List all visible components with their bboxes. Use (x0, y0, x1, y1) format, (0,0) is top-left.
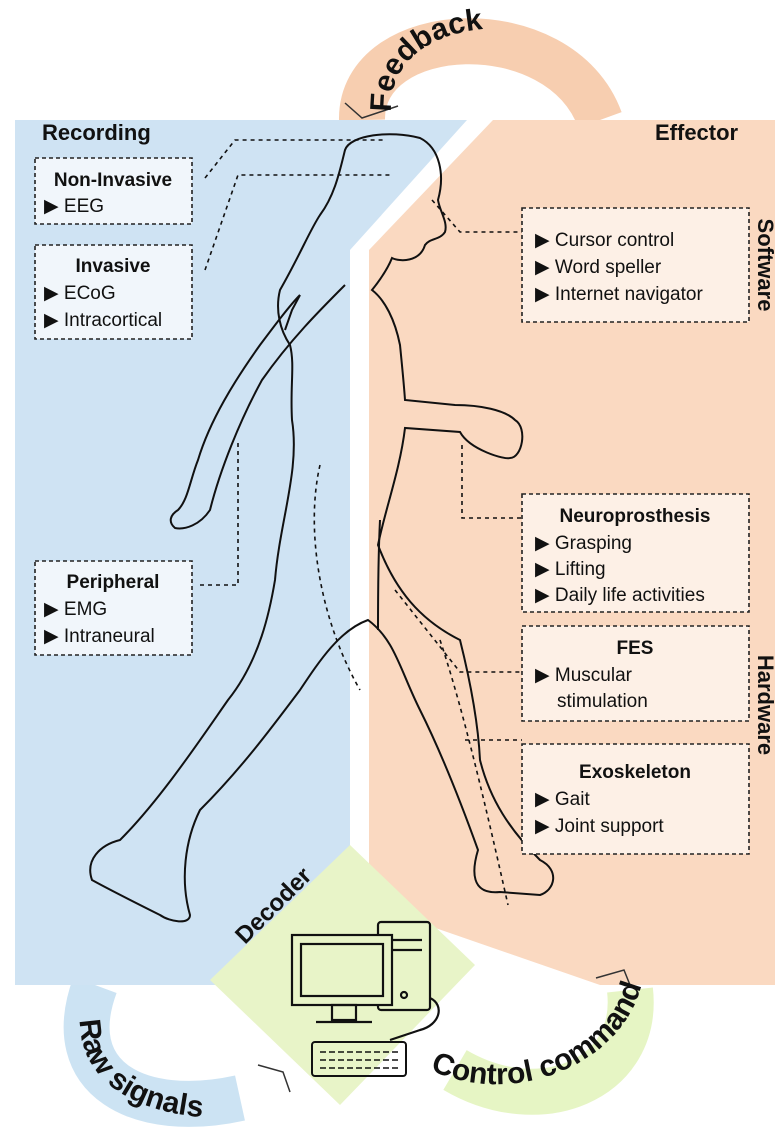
raw-signals-arrowhead (258, 1065, 290, 1092)
recording-header: Recording (42, 120, 151, 145)
joint-support-item: ▶ Joint support (535, 816, 664, 837)
gait-item: ▶ Gait (535, 789, 590, 810)
effector-header: Effector (655, 120, 739, 145)
raw-signals-label: Raw signals (72, 1017, 205, 1124)
stimulation-item: stimulation (557, 691, 648, 712)
software-side-label: Software (753, 219, 778, 312)
invasive-title: Invasive (76, 256, 151, 277)
eeg-item: ▶ EEG (44, 196, 104, 217)
muscular-item: ▶ Muscular (535, 665, 633, 686)
internet-navigator-item: ▶ Internet navigator (535, 284, 703, 305)
neuroprosthesis-title: Neuroprosthesis (560, 506, 711, 527)
cursor-control-item: ▶ Cursor control (535, 230, 674, 251)
peripheral-title: Peripheral (67, 572, 160, 593)
emg-item: ▶ EMG (44, 599, 107, 620)
word-speller-item: ▶ Word speller (535, 257, 662, 278)
hardware-side-label: Hardware (753, 655, 778, 755)
lifting-item: ▶ Lifting (535, 559, 606, 580)
exoskeleton-title: Exoskeleton (579, 762, 691, 783)
daily-life-item: ▶ Daily life activities (535, 585, 705, 606)
intraneural-item: ▶ Intraneural (44, 626, 155, 647)
intracortical-item: ▶ Intracortical (44, 310, 162, 331)
non-invasive-title: Non-Invasive (54, 170, 172, 191)
fes-title: FES (617, 638, 654, 659)
grasping-item: ▶ Grasping (535, 533, 632, 554)
ecog-item: ▶ ECoG (44, 283, 116, 304)
